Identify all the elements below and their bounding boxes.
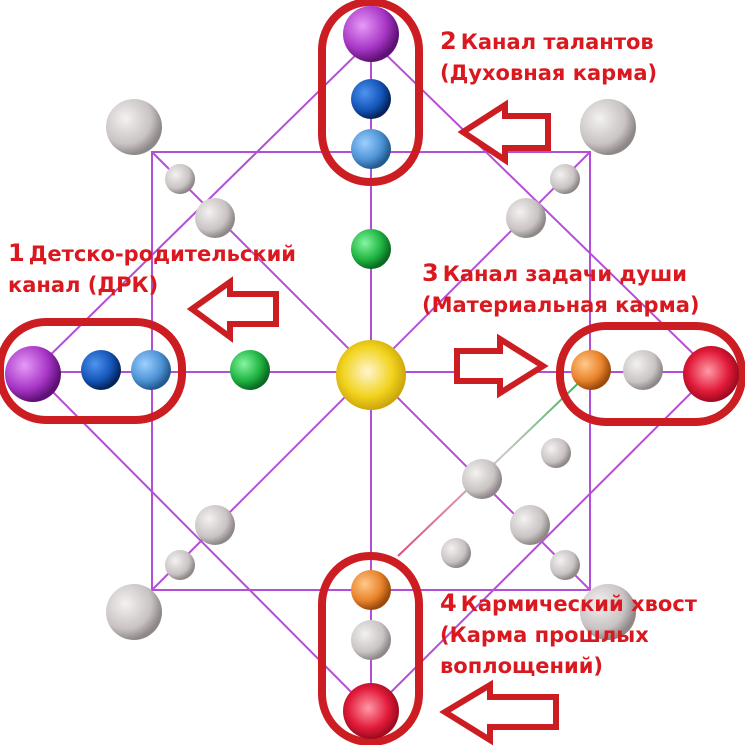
- sphere-red-bottom: [343, 683, 399, 739]
- channel-title: Канал талантов: [460, 30, 654, 54]
- sphere-gray-small: [441, 538, 471, 568]
- channel-title: Канал задачи души: [442, 262, 688, 286]
- channel-arrows: [186, 99, 559, 745]
- sphere-orange-right: [571, 350, 611, 390]
- sphere-gray: [106, 584, 162, 640]
- sphere-gray-small: [550, 550, 580, 580]
- sphere-green-left: [230, 350, 270, 390]
- channel-subtitle: (Материальная карма): [422, 293, 700, 317]
- frame-left: [0, 318, 186, 424]
- sphere-gray-small: [541, 438, 571, 468]
- sphere-orange-bottom: [351, 570, 391, 610]
- sphere-gray: [580, 584, 636, 640]
- sphere-gray-small: [165, 550, 195, 580]
- sphere-gray-small: [550, 164, 580, 194]
- frame-top: [318, 0, 423, 186]
- sphere-violet-top: [343, 6, 399, 62]
- channel-subtitle: канал (ДРК): [8, 273, 159, 297]
- sphere-gray: [580, 99, 636, 155]
- channel-number: 3: [422, 259, 439, 287]
- channel-number: 1: [8, 239, 25, 267]
- sphere-violet-left: [5, 346, 61, 402]
- sphere-gray-mid: [195, 505, 235, 545]
- sphere-blue-left: [81, 350, 121, 390]
- channel-subtitle: (Духовная карма): [440, 61, 658, 85]
- sphere-gray-small: [165, 164, 195, 194]
- frame-bottom: [318, 552, 423, 745]
- channel-title: Детско-родительский: [28, 242, 297, 266]
- channel-number: 2: [440, 27, 457, 55]
- arrow-top-channel-icon: [457, 99, 551, 166]
- channel-subtitle: (Карма прошлых: [440, 623, 649, 647]
- sphere-blue-top: [351, 79, 391, 119]
- sphere-red-right: [683, 346, 739, 402]
- channel-number: 4: [440, 589, 457, 617]
- sphere-center-yellow: [336, 340, 406, 410]
- arrow-bottom-channel-icon: [439, 679, 559, 745]
- sphere-gray: [106, 99, 162, 155]
- arrow-right-channel-icon: [454, 333, 549, 399]
- sphere-lightblue-left: [131, 350, 171, 390]
- channel-title: Кармический хвост: [460, 592, 697, 616]
- sphere-gray-mid: [510, 505, 550, 545]
- sphere-gray-mid: [506, 198, 546, 238]
- sphere-gray-mid: [462, 459, 502, 499]
- frame-right: [556, 322, 745, 426]
- sphere-lightblue-top: [351, 129, 391, 169]
- arrow-left-channel-icon: [186, 276, 279, 343]
- sphere-gray-bottom: [351, 620, 391, 660]
- sphere-gray-mid: [195, 198, 235, 238]
- sphere-green-top: [351, 229, 391, 269]
- channel-subtitle-2: воплощений): [440, 654, 604, 678]
- sphere-gray-right: [623, 350, 663, 390]
- spheres: [5, 6, 739, 739]
